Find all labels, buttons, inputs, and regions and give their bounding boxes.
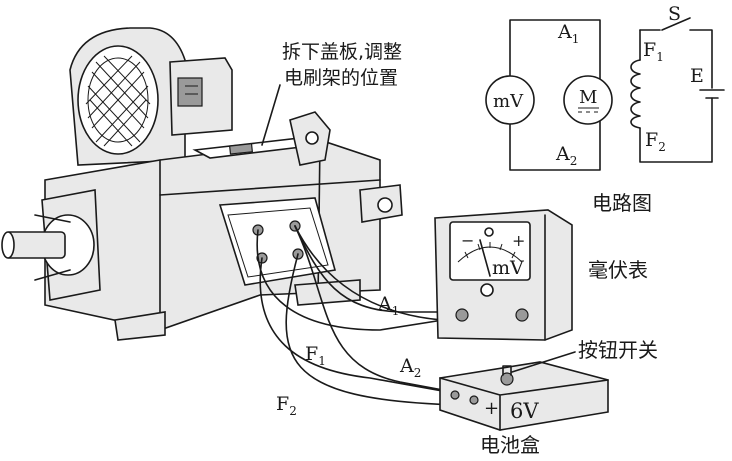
schematic-voltmeter-symbol [485,75,535,125]
wire-label-f1: F1 [305,343,326,368]
battery-box: + 6V [439,361,609,431]
battery-plus-mark: + [484,398,499,419]
wire-f1 [259,257,449,393]
wire-label-f2: F2 [276,393,297,418]
wire-a2 [294,225,471,396]
push-button-switch [500,372,514,386]
switch-leader-line [511,351,576,373]
circuit-diagram-label: 电路图 [592,191,652,215]
schematic-f1: F1 [643,39,664,64]
schematic-a1: A1 [557,21,579,46]
meter-minus: − [461,231,474,250]
schematic-a2: A2 [555,143,577,168]
terminal-block [218,197,337,286]
annotation-leader-line [261,84,281,146]
battery-terminal-minus [450,390,460,400]
meter-plus: + [512,231,525,250]
schematic-field-coil [630,59,641,129]
schematic-switch-blade [661,17,691,31]
schematic-motor-label: M [579,87,597,108]
fan-grille [77,45,159,155]
push-switch-label: 按钮开关 [578,338,658,362]
meter-zero-knob [480,283,494,297]
meter-unit: mV [492,257,524,279]
meter-terminal-right [515,308,529,322]
wires [256,225,523,406]
wire-f2 [285,253,461,406]
schematic-motor-symbol [563,75,613,125]
battery-voltage: 6V [510,399,539,423]
meter-face [449,221,531,281]
millivoltmeter-label: 毫伏表 [588,258,648,282]
wire-label-a2: A2 [399,355,421,380]
circuit-schematic: mV M A1 A2 S F1 F2 E [485,3,725,171]
annotation-remove-cover-line-1: 拆下盖板,调整 [282,41,402,63]
schematic-source-label: E [690,65,704,87]
annotation-remove-cover-line-2: 电刷架的位置 [284,67,398,89]
meter-terminal-left [455,308,469,322]
wire-label-a1: A1 [377,293,399,318]
schematic-f2: F2 [645,129,666,154]
schematic-switch-label: S [668,3,681,25]
wire-a1-return [294,225,463,313]
battery-box-label: 电池盒 [480,433,540,457]
dc-motor [1,27,403,341]
millivoltmeter: − + mV [434,209,573,341]
wire-a1 [256,229,463,331]
schematic-voltmeter-label: mV [493,91,524,112]
battery-terminal-plus [469,395,479,405]
meter-needle [479,239,491,277]
